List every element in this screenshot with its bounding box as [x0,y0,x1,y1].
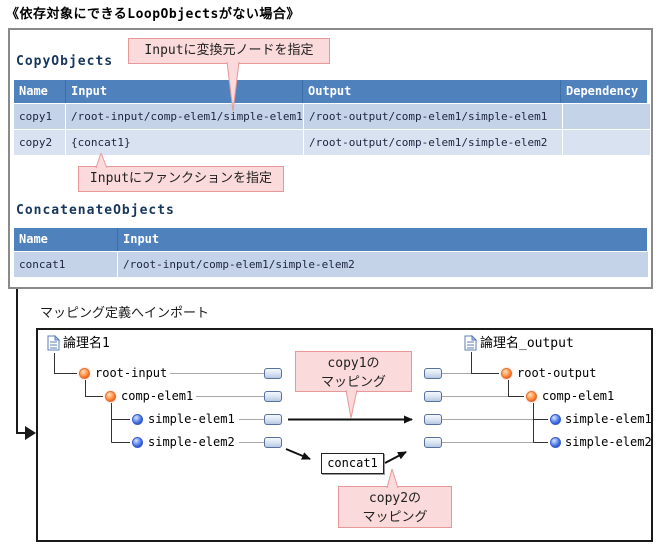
element-node-icon [105,391,116,402]
column-header: Output [302,80,560,103]
callout-copy2-mapping: copy2の マッピング [338,486,452,528]
tree-node-label: simple-elem1 [565,412,652,426]
table-row: copy2 {concat1} /root-output/comp-elem1/… [14,130,650,155]
cell-input: /root-input/comp-elem1/simple-elem2 [118,252,648,277]
tree-node-label: comp-elem1 [542,389,615,403]
copyobjects-table: Name Input Output Dependency copy1 /root… [14,80,650,155]
mapping-port-icon [424,368,442,379]
page-title: 《依存対象にできるLoopObjectsがない場合》 [6,7,300,22]
callout-input-function: Inputにファンクションを指定 [78,166,284,192]
cell-input: {concat1} [66,130,303,155]
cell-output: /root-output/comp-elem1/simple-elem2 [304,130,562,155]
tree-node-label: simple-elem1 [148,412,235,426]
concatenateobjects-table: Name Input concat1 /root-input/comp-elem… [14,228,650,277]
cell-dependency [563,130,650,155]
column-header: Name [14,80,65,103]
callout-line: copy1の [327,356,380,371]
cell-name: copy1 [14,104,65,129]
table-row: copy1 /root-input/comp-elem1/simple-elem… [14,104,650,129]
mapping-port-icon [424,391,442,402]
function-box-concat1: concat1 [321,453,384,474]
mapping-port-icon [424,437,442,448]
callout-line: マッピング [320,375,386,390]
column-header: Name [14,228,117,251]
cell-dependency [563,104,650,129]
tree-node-label: simple-elem2 [565,435,652,449]
copyobjects-heading: CopyObjects [16,54,114,69]
document-icon [47,335,60,351]
leaf-node-icon [550,437,561,448]
leaf-node-icon [132,437,143,448]
document-icon [464,335,477,351]
flow-arrowhead-icon [25,426,36,440]
callout-input-node: Inputに変換元ノードを指定 [128,38,330,64]
callout-line: マッピング [362,510,428,525]
element-node-icon [79,368,90,379]
mapping-port-icon [264,437,282,448]
column-header: Dependency [560,80,647,103]
tree-node-label: root-output [517,366,597,380]
table-row: concat1 /root-input/comp-elem1/simple-el… [14,252,650,277]
tree-node-label: simple-elem2 [148,435,235,449]
mapping-port-icon [424,414,442,425]
element-node-icon [501,368,512,379]
element-node-icon [526,391,537,402]
mapping-port-icon [264,391,282,402]
table-header-row: Name Input [14,228,650,251]
tree-root-label: 論理名_output [480,336,574,351]
mapping-port-icon [264,414,282,425]
column-header: Input [65,80,302,103]
tree-node-label: comp-elem1 [121,389,194,403]
table-header-row: Name Input Output Dependency [14,80,650,103]
concatenateobjects-heading: ConcatenateObjects [16,203,175,218]
leaf-node-icon [132,414,143,425]
cell-name: concat1 [14,252,117,277]
cell-input: /root-input/comp-elem1/simple-elem1 [66,104,303,129]
cell-output: /root-output/comp-elem1/simple-elem1 [304,104,562,129]
column-header: Input [117,228,647,251]
cell-name: copy2 [14,130,65,155]
flow-connector-line [16,289,25,434]
leaf-node-icon [550,414,561,425]
callout-copy1-mapping: copy1の マッピング [295,351,412,392]
mapping-port-icon [264,368,282,379]
import-label: マッピング定義へインポート [40,306,210,321]
tree-root-label: 論理名1 [63,336,110,351]
tree-node-label: root-input [95,366,168,380]
callout-line: copy2の [368,491,422,506]
